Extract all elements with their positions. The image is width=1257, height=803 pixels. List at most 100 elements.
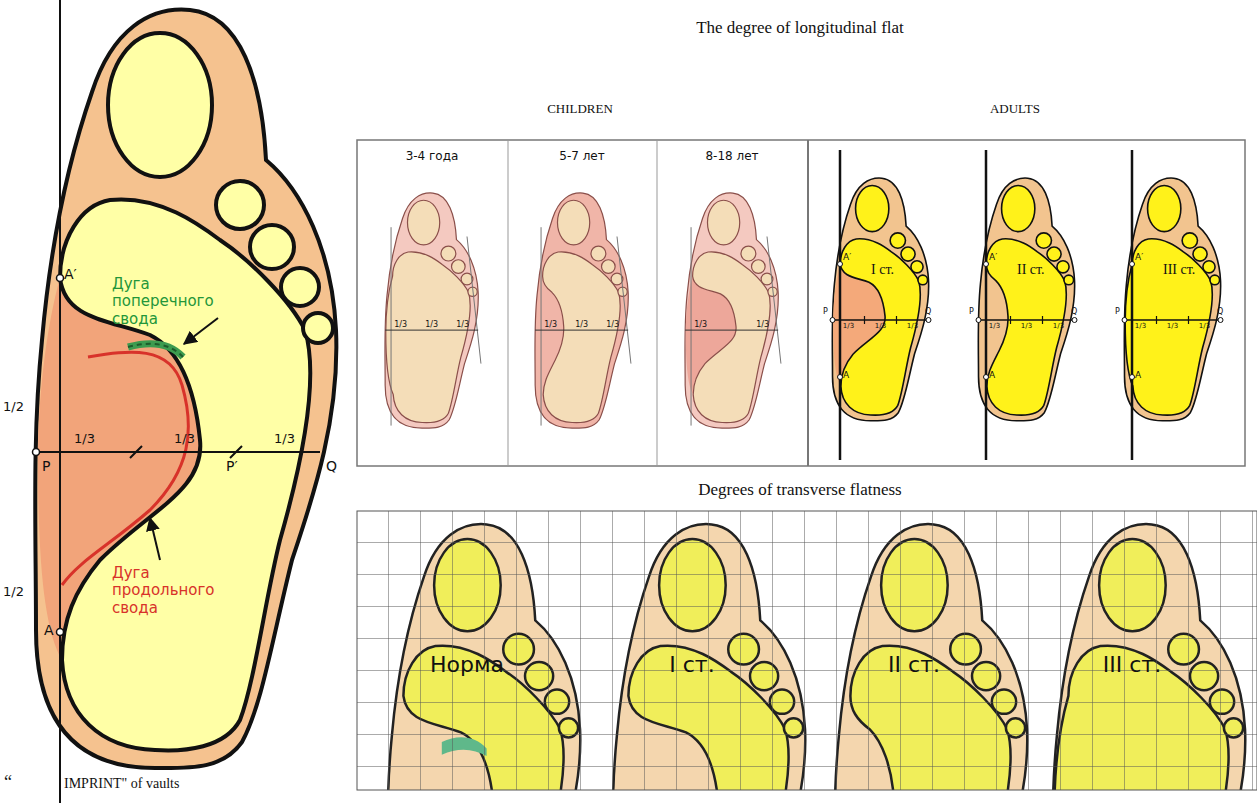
drawing-part: [838, 375, 843, 380]
label: A: [989, 370, 995, 380]
drawing-part: [357, 511, 1257, 790]
drawing-part: [984, 375, 989, 380]
drawing-part: [1131, 150, 1134, 460]
label: 1/3: [756, 320, 769, 329]
label: A′: [64, 266, 77, 282]
drawing-part: [535, 193, 628, 428]
drawing-part: [385, 193, 481, 428]
label: II ст.: [1017, 262, 1045, 278]
drawing-part: [36, 451, 320, 453]
drawing-part: [833, 150, 1221, 460]
label: 1/3: [907, 322, 918, 330]
drawing-part: [357, 140, 1245, 466]
label: A′: [1135, 252, 1143, 262]
drawing-part: [59, 0, 61, 803]
drawing-part: [976, 318, 981, 323]
label: 1/3: [544, 320, 557, 329]
label: II ст.: [888, 652, 940, 677]
label: 1/2: [3, 400, 24, 415]
drawing-part: [685, 193, 778, 428]
drawing-part: [926, 318, 931, 323]
drawing-part: [1130, 262, 1135, 267]
drawing-part: [62, 352, 188, 585]
label: 1/3: [1167, 322, 1178, 330]
label: Degrees of transverse flatness: [698, 480, 901, 500]
label: 3-4 года: [406, 150, 459, 164]
label: ADULTS: [990, 102, 1040, 117]
label: 1/3: [1021, 322, 1032, 330]
drawing-part: [985, 150, 988, 460]
drawing-part: [508, 140, 509, 466]
label: I ст.: [871, 262, 894, 278]
label: III ст.: [1163, 262, 1195, 278]
label: Q: [1071, 307, 1077, 316]
drawing-part: [391, 227, 392, 425]
label: The degree of longitudinal flat: [696, 18, 904, 38]
label: 1/3: [74, 432, 95, 447]
label: 1/3: [394, 320, 407, 329]
label: 1/3: [425, 320, 438, 329]
imprint-figure: [33, 0, 337, 803]
drawing-part: [35, 10, 336, 768]
drawing-part: [357, 511, 1257, 790]
drawing-part: [1218, 318, 1223, 323]
label: I ст.: [669, 652, 714, 677]
drawing-part: [385, 330, 478, 331]
label: A: [44, 622, 54, 638]
drawing-part: [807, 140, 809, 466]
drawing-part: [1125, 319, 1221, 321]
label: 1/3: [575, 320, 588, 329]
drawing-part: [385, 193, 478, 428]
label: 8-18 лет: [705, 150, 758, 164]
label: 1/3: [606, 320, 619, 329]
label: P: [969, 307, 974, 316]
label: CHILDREN: [547, 102, 613, 117]
drawing-part: [832, 178, 928, 421]
label: P: [42, 458, 50, 474]
label: 5-7 лет: [559, 150, 604, 164]
longitudinal-panels: [357, 140, 1245, 466]
label: IMPRINT" of vaults: [64, 776, 179, 792]
label: 1/3: [174, 432, 195, 447]
label: Q: [326, 458, 337, 474]
label: A: [843, 370, 849, 380]
drawing-part: [830, 262, 1223, 380]
label: P: [1115, 307, 1120, 316]
drawing-part: [839, 150, 842, 460]
drawing-part: [838, 262, 843, 267]
drawing-part: [767, 237, 781, 364]
drawing-part: [1124, 178, 1220, 421]
label: A′: [843, 252, 851, 262]
label: 1/3: [1053, 322, 1064, 330]
drawing-part: [57, 275, 64, 282]
label: 1/3: [989, 322, 1000, 330]
label: Норма: [430, 652, 504, 677]
drawing-part: [685, 330, 778, 331]
label: 1/3: [843, 322, 854, 330]
label: 1/3: [274, 432, 295, 447]
label: P: [823, 307, 828, 316]
children-feet: [385, 193, 781, 428]
transverse-grid: [357, 511, 1257, 803]
drawing-part: [357, 511, 1257, 790]
drawing-part: [978, 178, 1074, 421]
drawing-part: [1072, 318, 1077, 323]
drawing-part: [1130, 375, 1135, 380]
label: Q: [925, 307, 931, 316]
label: 1/3: [1135, 322, 1146, 330]
label: 1/3: [694, 320, 707, 329]
drawing-part: [830, 318, 835, 323]
label: 1/3: [875, 322, 886, 330]
drawing-part: [1122, 318, 1127, 323]
drawing-part: [978, 178, 1074, 421]
label: A′: [989, 252, 997, 262]
drawing-part: [357, 511, 1257, 790]
drawing-part: [685, 193, 781, 428]
drawing-part: [535, 330, 628, 331]
label: “: [4, 772, 12, 793]
label: 1/3: [456, 320, 469, 329]
drawing-part: [541, 227, 542, 425]
label: P′: [226, 458, 238, 474]
drawing-part: [33, 449, 40, 456]
